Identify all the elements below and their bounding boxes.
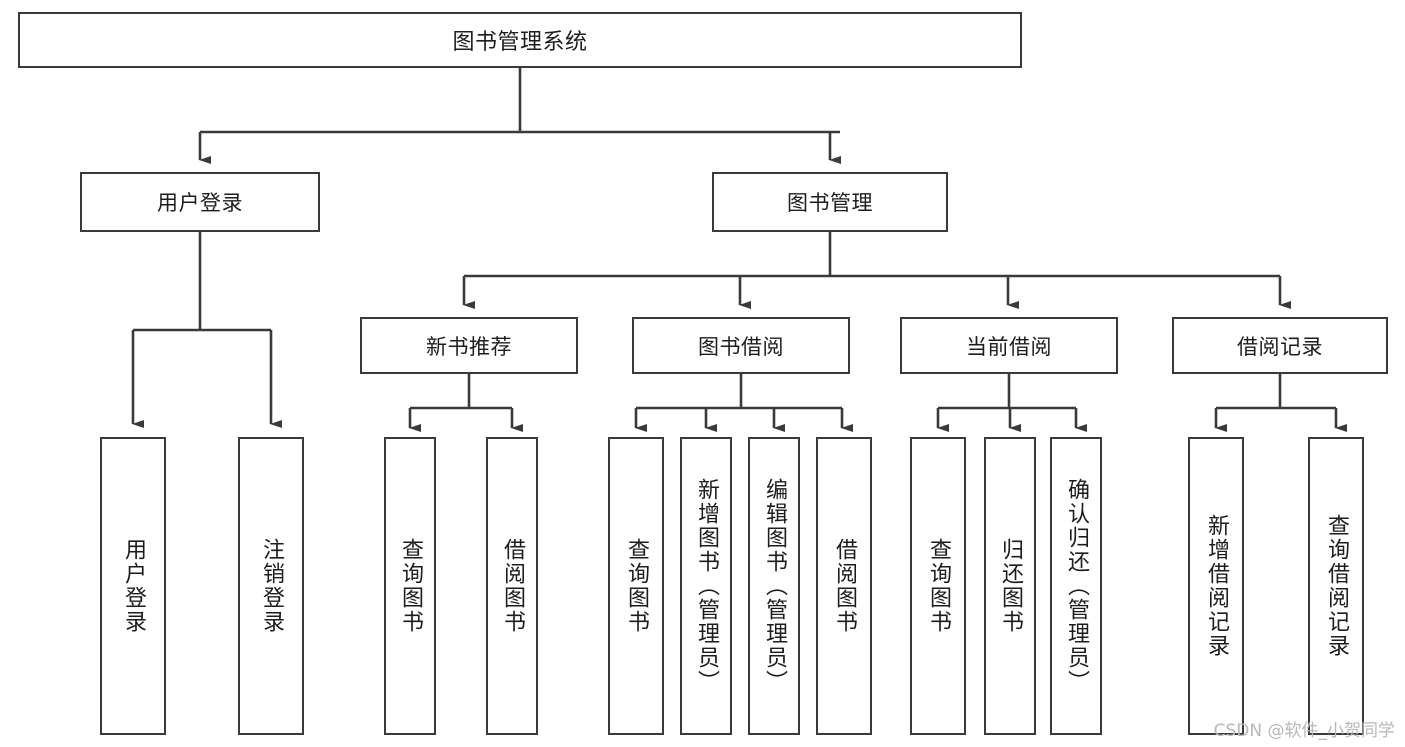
leaf-node[interactable]: 查询图书 [910,437,966,735]
node-user-login-label: 用户登录 [157,191,243,215]
leaf-node-label: 查询图书 [624,538,649,634]
leaf-node-label: 注销登录 [259,538,284,634]
leaf-node-label: 归还图书 [998,538,1023,634]
csdn-watermark: CSDN @软件_小贺同学 [1213,721,1395,741]
leaf-node[interactable]: 用户登录 [100,437,166,735]
leaf-node-label: 借阅图书 [500,538,525,634]
leaf-node-label: 用户登录 [121,538,146,634]
leaf-node[interactable]: 借阅图书 [816,437,872,735]
leaf-node-label: 新增借阅记录 [1204,514,1229,658]
leaf-node-label: 新增图书（管理员） [694,478,719,694]
leaf-node[interactable]: 查询图书 [384,437,436,735]
node-new-book-recommend[interactable]: 新书推荐 [360,317,578,374]
node-book-borrow[interactable]: 图书借阅 [632,317,850,374]
node-user-login[interactable]: 用户登录 [80,172,320,232]
node-root[interactable]: 图书管理系统 [18,12,1022,68]
leaf-node[interactable]: 注销登录 [238,437,304,735]
node-root-label: 图书管理系统 [452,30,588,55]
node-book-management[interactable]: 图书管理 [712,172,948,232]
leaf-node[interactable]: 查询图书 [608,437,664,735]
leaf-node[interactable]: 确认归还（管理员） [1050,437,1102,735]
leaf-node[interactable]: 查询借阅记录 [1308,437,1364,735]
leaf-node-label: 确认归还（管理员） [1064,478,1089,694]
leaf-node[interactable]: 借阅图书 [486,437,538,735]
leaf-node-label: 查询图书 [398,538,423,634]
leaf-node[interactable]: 新增图书（管理员） [680,437,732,735]
leaf-node-label: 查询借阅记录 [1324,514,1349,658]
leaf-node[interactable]: 归还图书 [984,437,1036,735]
node-borrow-record[interactable]: 借阅记录 [1172,317,1388,374]
node-book-management-label: 图书管理 [787,191,873,215]
node-current-borrow-label: 当前借阅 [966,334,1052,359]
leaf-node[interactable]: 编辑图书（管理员） [748,437,800,735]
leaf-node-label: 查询图书 [926,538,951,634]
node-new-book-recommend-label: 新书推荐 [426,334,512,359]
leaf-node-label: 借阅图书 [832,538,857,634]
leaf-node[interactable]: 新增借阅记录 [1188,437,1244,735]
leaf-node-label: 编辑图书（管理员） [762,478,787,694]
node-borrow-record-label: 借阅记录 [1237,334,1323,359]
node-current-borrow[interactable]: 当前借阅 [900,317,1118,374]
node-book-borrow-label: 图书借阅 [698,334,784,359]
